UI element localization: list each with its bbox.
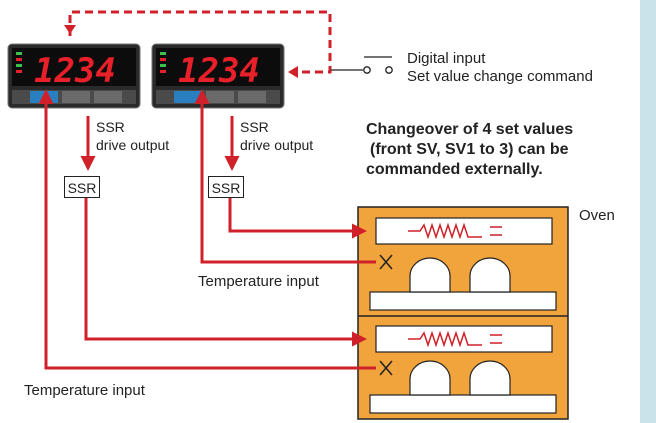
digital-input-dashed-line [68,10,332,74]
oven [357,206,569,420]
heater-coil-icon [408,222,502,240]
temperature-input-label-upper: Temperature input [198,273,319,290]
ssr-drive-label-1: SSR [96,119,125,135]
ssr-drive-label-2: SSR [240,119,269,135]
note-line-1: Changeover of 4 set values [366,121,574,138]
wire-ssr1-heater [84,196,367,347]
heater-coil-icon [408,330,502,348]
oven-label: Oven [579,207,615,224]
ssr-drive-output-label-2: drive output [240,137,314,153]
note-line-2: (front SV, SV1 to 3) can be [370,141,569,158]
dashed-arrow-head-1 [64,25,76,34]
wiring [38,89,376,370]
switch-contact-icon [331,56,393,74]
set-value-change-label: Set value change command [407,68,593,85]
dashed-arrow-head-2 [288,66,298,78]
controller-2-display: 1234 [178,51,260,91]
note-line-3: commanded externally. [366,161,543,178]
ssr-drive-output-label-1: drive output [96,137,170,153]
ssr-box-2: SSR [208,176,244,198]
edge-accent-strip [640,0,656,423]
ssr-box-1: SSR [64,176,100,198]
digital-input-label: Digital input [407,50,486,67]
thermocouple-cross-icon [379,254,393,270]
wire-ssr2-heater [228,196,367,239]
wire-temp-input-1 [38,89,376,370]
thermocouple-cross-icon [379,360,393,376]
controller-1-display: 1234 [34,51,116,91]
temperature-input-label-lower: Temperature input [24,382,145,399]
wire-temp-input-2 [194,89,376,264]
